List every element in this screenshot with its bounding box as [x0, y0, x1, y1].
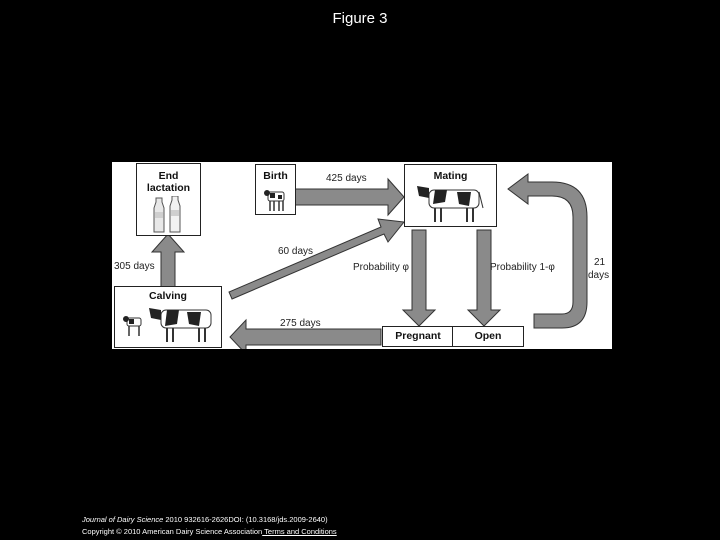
label-425-days: 425 days — [326, 173, 367, 184]
copyright-text: Copyright © 2010 American Dairy Science … — [82, 527, 263, 536]
arrow-open-to-mating-loop — [507, 173, 588, 329]
journal-name: Journal of Dairy Science — [82, 515, 164, 524]
label-probability-1-phi: Probability 1-φ — [490, 262, 555, 273]
pregnant-box: Pregnant — [382, 326, 454, 347]
slide-title: Figure 3 — [332, 10, 388, 27]
milk-bottles-icon — [153, 196, 181, 233]
cow-with-calf-icon — [123, 308, 212, 342]
arrow-pregnant-to-calving — [229, 318, 382, 349]
arrow-calving-to-mating — [228, 218, 405, 300]
mating-title: Mating — [433, 170, 468, 182]
label-305-days: 305 days — [114, 261, 155, 272]
open-title: Open — [474, 330, 502, 342]
label-days: days — [588, 270, 610, 281]
label-60-days: 60 days — [278, 246, 314, 257]
calving-title: Calving — [149, 290, 187, 302]
calf-icon — [264, 190, 285, 211]
footer-copyright: Copyright © 2010 American Dairy Science … — [82, 527, 337, 536]
label-21: 21 — [594, 257, 606, 268]
end-lactation-title-line1: End — [158, 170, 179, 182]
birth-box: Birth — [255, 164, 296, 215]
footer-citation: Journal of Dairy Science 2010 932616-262… — [82, 515, 328, 524]
life-cycle-diagram: .ar{fill:#8a8a8a;stroke:#333;stroke-widt… — [112, 162, 612, 349]
mating-box: Mating — [404, 164, 497, 227]
open-box: Open — [452, 326, 524, 347]
end-lactation-box: End lactation — [136, 163, 201, 236]
calving-box: Calving — [114, 286, 222, 348]
pregnant-title: Pregnant — [395, 330, 441, 342]
terms-link[interactable]: Terms and Conditions — [262, 527, 337, 536]
label-275-days: 275 days — [280, 318, 321, 329]
arrow-calving-to-end-lactation — [150, 233, 186, 288]
end-lactation-title-line2: lactation — [146, 182, 191, 194]
arrow-birth-to-mating — [287, 177, 405, 217]
arrow-mating-to-open — [466, 229, 502, 327]
citation-text: 2010 932616-2626DOI: (10.3168/jds.2009-2… — [163, 515, 328, 524]
label-probability-phi: Probability φ — [353, 262, 409, 273]
birth-title: Birth — [263, 170, 288, 182]
cow-icon — [417, 186, 484, 222]
diagram-arrows: .ar{fill:#8a8a8a;stroke:#333;stroke-widt… — [150, 173, 588, 349]
arrow-mating-to-pregnant — [401, 229, 437, 327]
